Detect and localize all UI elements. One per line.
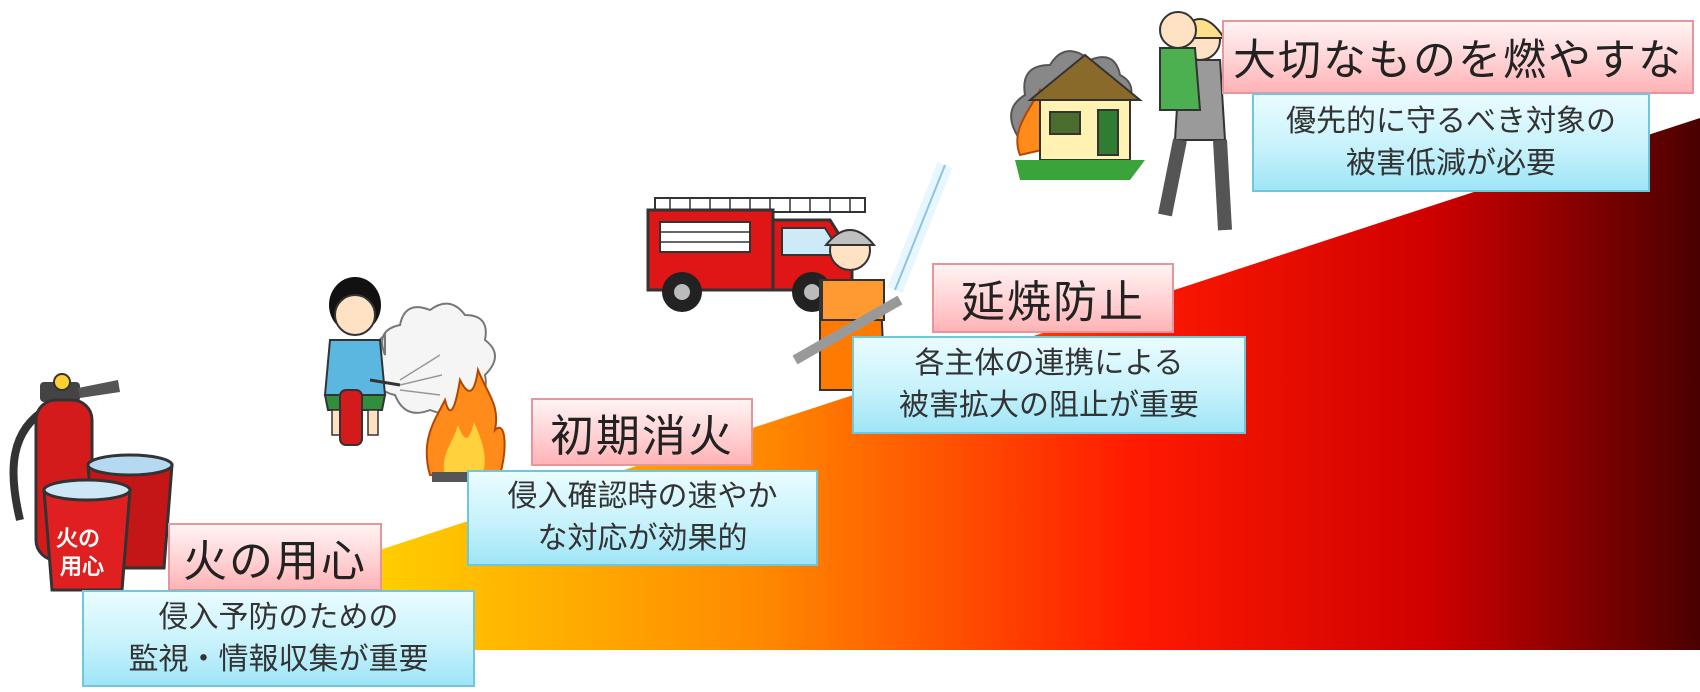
step-3-description-line-2: 被害拡大の阻止が重要 — [899, 388, 1199, 423]
step-1-description-line-1: 侵入予防のための — [158, 599, 399, 635]
step-3-description: 各主体の連携による 被害拡大の阻止が重要 — [852, 336, 1246, 434]
step-1-description-line-2: 監視・情報収集が重要 — [128, 641, 429, 677]
bucket-label-line-1: 火の — [56, 527, 100, 552]
burning-house-rescue-illustration — [1010, 11, 1232, 231]
step-3-title: 延焼防止 — [932, 263, 1174, 333]
step-2-title: 初期消火 — [531, 398, 753, 466]
step-4-description-line-2: 被害低減が必要 — [1346, 145, 1556, 181]
fire-extinguisher-bucket-illustration: 火の 用心 — [9, 373, 174, 592]
girl-extinguishing-fire-illustration — [323, 277, 506, 482]
step-4-title: 大切なものを燃やすな — [1222, 20, 1694, 94]
step-2-description: 侵入確認時の速やか な対応が効果的 — [467, 470, 818, 566]
step-3-description-line-1: 各主体の連携による — [914, 346, 1184, 381]
bucket-label-line-2: 用心 — [60, 555, 104, 580]
step-4-description-line-1: 優先的に守るべき対象の — [1286, 103, 1616, 139]
step-2-description-line-2: な対応が効果的 — [537, 521, 748, 556]
step-2-description-line-1: 侵入確認時の速やか — [507, 479, 778, 514]
step-1-title: 火の用心 — [168, 523, 382, 591]
fire-truck-firefighter-illustration — [646, 162, 953, 391]
step-4-description: 優先的に守るべき対象の 被害低減が必要 — [1252, 93, 1650, 192]
step-1-description: 侵入予防のための 監視・情報収集が重要 — [82, 590, 475, 687]
